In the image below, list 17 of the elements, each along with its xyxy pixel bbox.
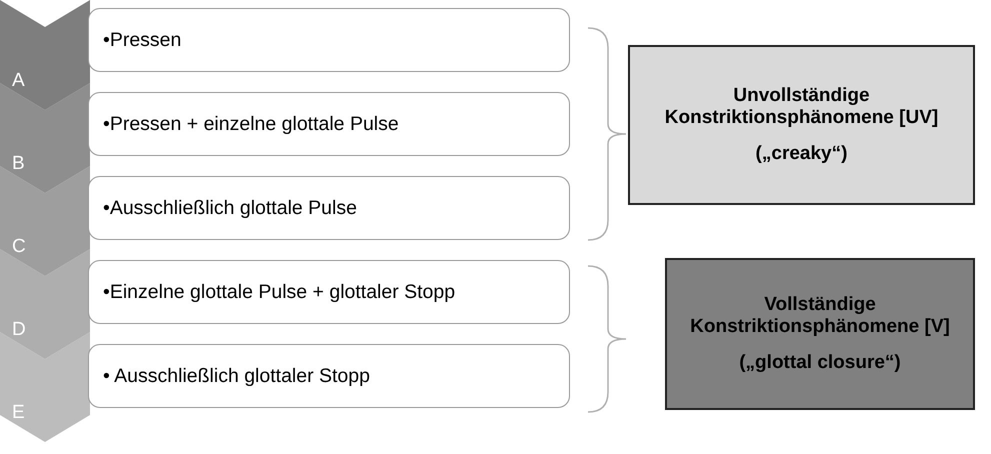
step-letter: B bbox=[12, 153, 25, 175]
category-box bbox=[628, 45, 975, 205]
list-item-box: •Pressen + einzelne glottale Pulse bbox=[88, 92, 570, 156]
step-letter: E bbox=[12, 402, 25, 424]
category-box bbox=[665, 258, 975, 410]
step-letter: A bbox=[12, 70, 25, 92]
category-subtitle: („creaky“) bbox=[756, 143, 848, 165]
list-item-box: •Einzelne glottale Pulse + glottaler Stopp bbox=[88, 260, 570, 324]
chevron-band bbox=[0, 0, 90, 110]
list-item-box: •Ausschließlich glottale Pulse bbox=[88, 176, 570, 240]
category-subtitle: („glottal closure“) bbox=[739, 352, 901, 374]
category-title: Vollständige Konstriktionsphänomene [V] bbox=[689, 294, 951, 338]
list-item-box: •Pressen bbox=[88, 8, 570, 72]
list-item-box: • Ausschließlich glottaler Stopp bbox=[88, 344, 570, 408]
step-letter: C bbox=[12, 236, 26, 258]
category-title: Unvollständige Konstriktionsphänomene [UV] bbox=[664, 85, 940, 129]
step-letter: D bbox=[12, 319, 26, 341]
